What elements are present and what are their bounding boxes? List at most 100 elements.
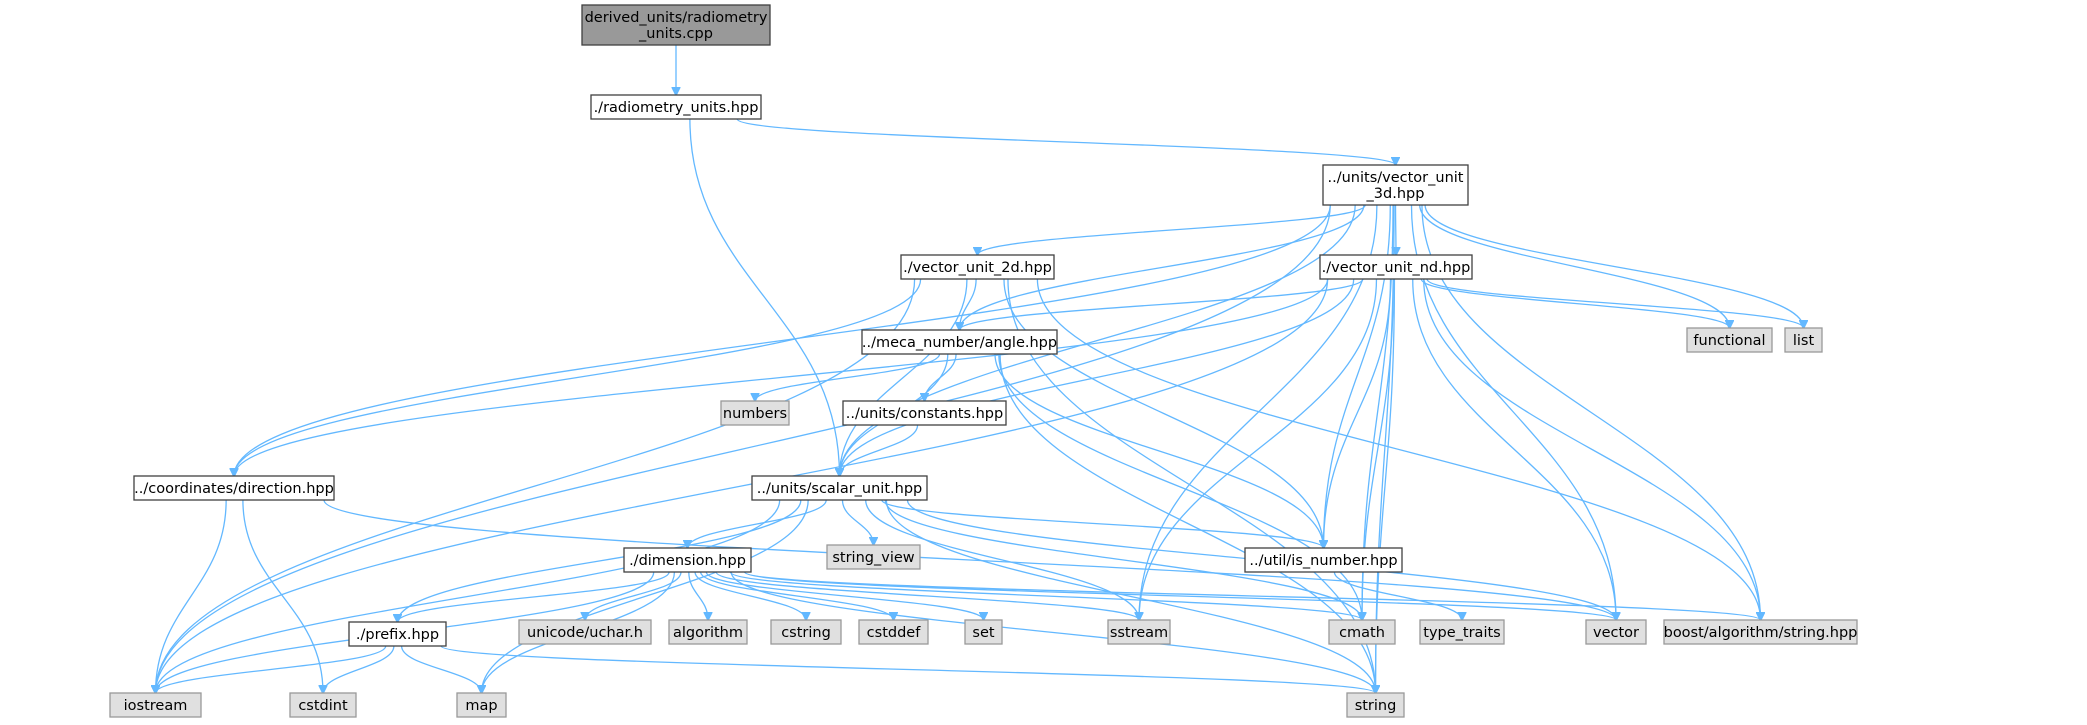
node-vector: vector bbox=[1585, 619, 1647, 645]
node-boost_string-box bbox=[1663, 619, 1858, 645]
node-boost_string-label-0: boost/algorithm/string.hpp bbox=[1664, 625, 1858, 641]
edge-radiometry_units-to-vector_unit_3d bbox=[736, 118, 1395, 165]
edge-scalar_unit-to-map bbox=[482, 499, 809, 693]
node-algorithm: algorithm bbox=[668, 619, 748, 645]
node-cstdint: cstdint bbox=[289, 692, 357, 718]
node-string_view-label-0: string_view bbox=[832, 550, 914, 566]
edge-vector_unit_nd-to-list bbox=[1426, 278, 1804, 328]
node-root-label-1: _units.cpp bbox=[638, 26, 713, 42]
edge-dimension-to-cstddef bbox=[699, 571, 894, 620]
node-constants[interactable]: ../units/constants.hpp bbox=[842, 400, 1007, 426]
edge-vector_unit_nd-to-iostream bbox=[156, 278, 1329, 693]
node-functional-label-0: functional bbox=[1693, 333, 1765, 349]
node-vector_unit_nd[interactable]: ./vector_unit_nd.hpp bbox=[1319, 254, 1473, 280]
node-sstream: sstream bbox=[1107, 619, 1171, 645]
node-root-box bbox=[581, 4, 771, 46]
edge-dimension-to-algorithm bbox=[688, 571, 708, 620]
node-cstddef-label-0: cstddef bbox=[867, 625, 922, 641]
edge-dimension-to-cstring bbox=[694, 571, 806, 620]
edge-angle-to-is_number bbox=[994, 353, 1324, 548]
node-string_view: string_view bbox=[826, 544, 921, 570]
node-set-label-0: set bbox=[972, 625, 994, 641]
edge-dimension-to-cmath bbox=[729, 571, 1362, 620]
node-list: list bbox=[1784, 327, 1823, 353]
node-radiometry_units-label-0: ./radiometry_units.hpp bbox=[594, 100, 759, 116]
edge-constants-to-scalar_unit bbox=[840, 424, 919, 476]
edge-direction-to-cstdint bbox=[242, 499, 323, 693]
node-radiometry_units[interactable]: ./radiometry_units.hpp bbox=[590, 94, 762, 120]
node-map-label-0: map bbox=[465, 698, 497, 714]
node-iostream-box bbox=[109, 692, 202, 718]
node-direction[interactable]: ../coordinates/direction.hpp bbox=[133, 475, 335, 501]
node-prefix-label-0: ./prefix.hpp bbox=[356, 627, 439, 643]
edge-vector_unit_3d-to-functional bbox=[1419, 204, 1730, 328]
edge-vector_unit_2d-to-scalar_unit bbox=[840, 278, 968, 476]
edge-vector_unit_3d-to-list bbox=[1424, 204, 1803, 328]
node-prefix-box bbox=[348, 621, 447, 647]
edge-scalar_unit-to-string bbox=[885, 499, 1375, 693]
edge-vector_unit_2d-to-is_number bbox=[1003, 278, 1324, 548]
node-cstring-label-0: cstring bbox=[781, 625, 831, 641]
node-constants-box bbox=[842, 400, 1007, 426]
node-uchar-box bbox=[518, 619, 652, 645]
edge-dimension-to-string bbox=[730, 571, 1375, 693]
node-is_number[interactable]: ../util/is_number.hpp bbox=[1244, 547, 1403, 573]
node-scalar_unit[interactable]: ../units/scalar_unit.hpp bbox=[751, 475, 928, 501]
edge-vector_unit_3d-to-iostream bbox=[156, 204, 1331, 693]
node-vector_unit_3d[interactable]: ../units/vector_unit_3d.hpp bbox=[1322, 164, 1469, 206]
edge-scalar_unit-to-sstream bbox=[865, 499, 1139, 620]
edge-vector_unit_3d-to-boost_string bbox=[1421, 204, 1761, 620]
node-list-label-0: list bbox=[1793, 333, 1815, 349]
node-vector_unit_3d-label-1: _3d.hpp bbox=[1366, 186, 1425, 202]
node-vector-label-0: vector bbox=[1593, 625, 1639, 641]
node-string-box bbox=[1346, 692, 1405, 718]
edge-vector_unit_3d-to-direction bbox=[234, 204, 1331, 476]
node-prefix[interactable]: ./prefix.hpp bbox=[348, 621, 447, 647]
node-string_view-box bbox=[826, 544, 921, 570]
node-cmath-label-0: cmath bbox=[1339, 625, 1385, 641]
node-dimension[interactable]: ./dimension.hpp bbox=[623, 547, 752, 573]
node-scalar_unit-label-0: ../units/scalar_unit.hpp bbox=[757, 481, 922, 497]
edge-scalar_unit-to-prefix bbox=[398, 499, 802, 622]
node-map-box bbox=[456, 692, 507, 718]
node-vector-box bbox=[1585, 619, 1647, 645]
node-vector_unit_2d[interactable]: ./vector_unit_2d.hpp bbox=[900, 254, 1055, 280]
node-uchar-label-0: unicode/uchar.h bbox=[527, 625, 643, 641]
edge-vector_unit_2d-to-boost_string bbox=[1036, 278, 1760, 620]
node-direction-box bbox=[133, 475, 335, 501]
edge-prefix-to-string bbox=[440, 645, 1375, 693]
edge-vector_unit_nd-to-scalar_unit bbox=[840, 278, 1355, 476]
node-numbers-box bbox=[720, 400, 790, 426]
edge-scalar_unit-to-cmath bbox=[884, 499, 1362, 620]
node-scalar_unit-box bbox=[751, 475, 928, 501]
node-cmath: cmath bbox=[1328, 619, 1396, 645]
edge-vector_unit_nd-to-angle bbox=[960, 278, 1364, 330]
node-set-box bbox=[964, 619, 1003, 645]
edge-vector_unit_3d-to-scalar_unit bbox=[840, 204, 1356, 476]
node-vector_unit_2d-label-0: ./vector_unit_2d.hpp bbox=[903, 260, 1052, 276]
edge-prefix-to-cstdint bbox=[323, 645, 395, 693]
node-root-label-0: derived_units/radiometry bbox=[585, 10, 768, 26]
edge-prefix-to-iostream bbox=[156, 645, 387, 693]
edge-is_number-to-type_traits bbox=[1333, 571, 1462, 620]
node-iostream-label-0: iostream bbox=[124, 698, 188, 714]
edge-direction-to-vector bbox=[323, 499, 1616, 620]
node-vector_unit_nd-label-0: ./vector_unit_nd.hpp bbox=[1322, 260, 1471, 276]
node-dimension-box bbox=[623, 547, 752, 573]
node-iostream: iostream bbox=[109, 692, 202, 718]
node-cstdint-box bbox=[289, 692, 357, 718]
node-functional-box bbox=[1686, 327, 1773, 353]
edge-vector_unit_nd-to-sstream bbox=[1139, 278, 1378, 620]
node-angle[interactable]: ../meca_number/angle.hpp bbox=[861, 329, 1058, 355]
edge-vector_unit_2d-to-direction bbox=[234, 278, 922, 476]
node-cstdint-label-0: cstdint bbox=[298, 698, 348, 714]
node-root[interactable]: derived_units/radiometry_units.cpp bbox=[581, 4, 771, 46]
node-map: map bbox=[456, 692, 507, 718]
node-constants-label-0: ../units/constants.hpp bbox=[846, 406, 1003, 422]
node-type_traits-label-0: type_traits bbox=[1423, 625, 1500, 641]
edge-dimension-to-uchar bbox=[585, 571, 682, 620]
node-numbers-label-0: numbers bbox=[723, 406, 787, 422]
edge-dimension-to-boost_string bbox=[744, 571, 1761, 620]
node-direction-label-0: ../coordinates/direction.hpp bbox=[134, 481, 334, 497]
